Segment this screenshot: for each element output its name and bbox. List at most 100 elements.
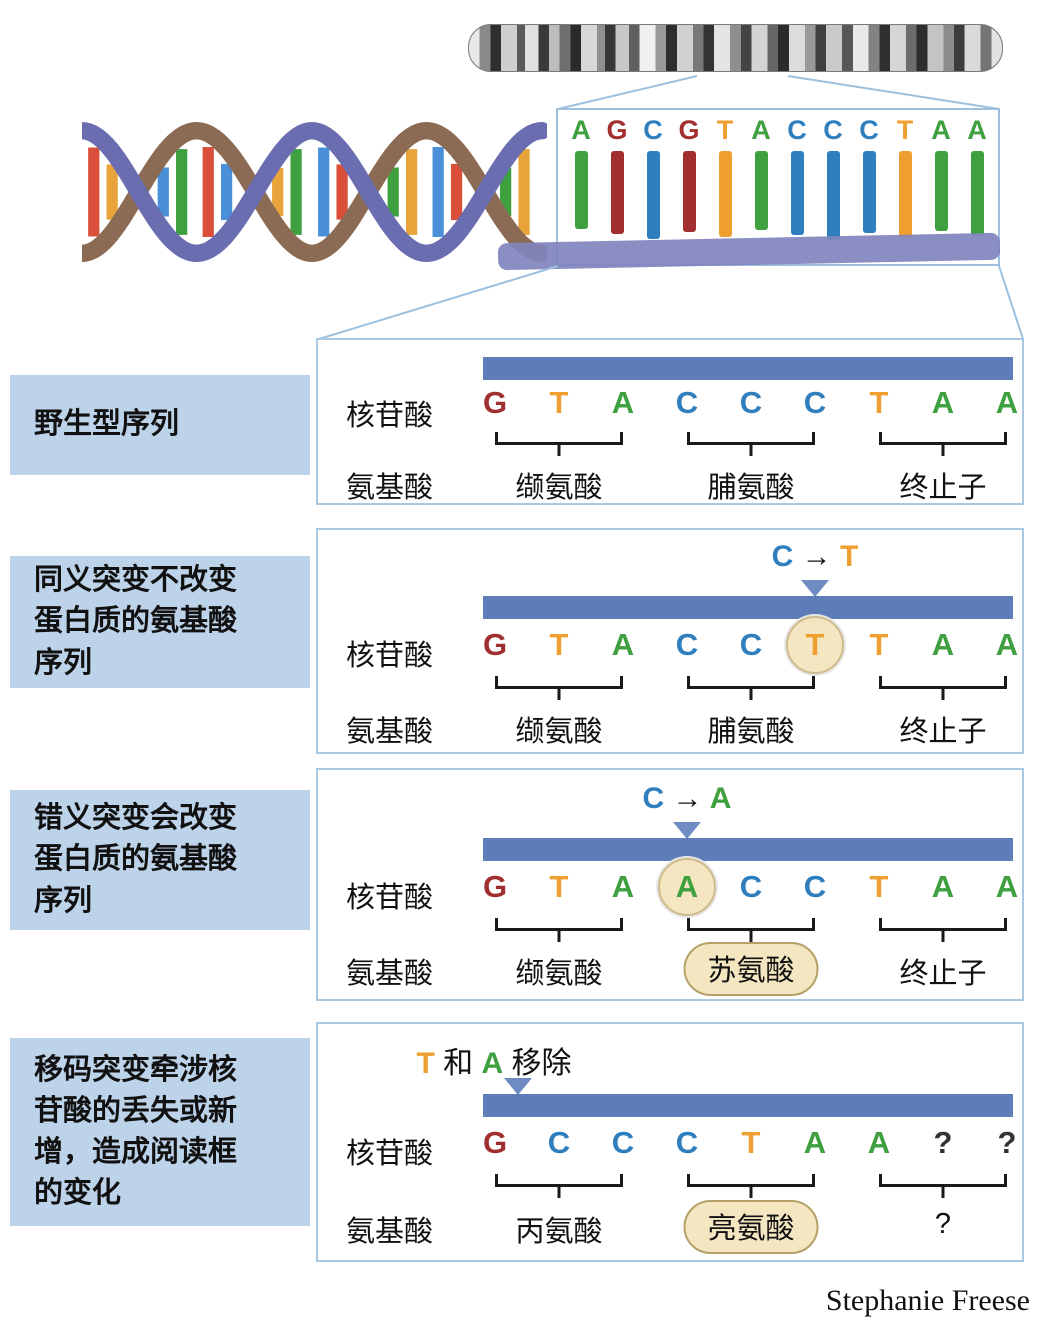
base-bar (646, 151, 660, 239)
nucleotide-letter: C (803, 385, 827, 420)
nucleotide-row-label: 核苷酸 (346, 1138, 434, 1170)
dna-helix-illustration (82, 121, 547, 263)
amino-acid-label: 终止子 (899, 716, 987, 748)
nucleotide-letter: A (959, 115, 995, 240)
base-bar (790, 151, 804, 235)
nucleotide-letter: T (549, 869, 569, 904)
nucleotide-letter: G (671, 115, 707, 240)
panel-label-synonymous: 同义突变不改变 蛋白质的氨基酸 序列 (10, 556, 310, 688)
nucleotide-letter: T (869, 385, 889, 420)
nucleotide-letter: A (867, 1125, 891, 1160)
nucleotide-letter: A (803, 1125, 827, 1160)
nucleotide-letter: C (611, 1125, 635, 1160)
mutation-annotation: T 和 A 移除 (416, 1047, 572, 1080)
base-bar (862, 151, 876, 233)
nucleotide-letter: C (635, 115, 671, 240)
codon-bracket (495, 432, 623, 445)
nucleotide-letter: T (887, 115, 923, 240)
codon-bracket (879, 1174, 1007, 1187)
base-bar (682, 151, 696, 232)
amino-acid-label: 缬氨酸 (515, 958, 603, 990)
nucleotide-letter: T (549, 385, 569, 420)
mutation-annotation: C → A (642, 782, 732, 815)
mutation-highlight-circle (658, 858, 716, 916)
nucleotide-letter: C (675, 627, 699, 662)
nucleotide-letter: T (783, 616, 847, 674)
codon-bracket (687, 676, 815, 689)
amino-acid-label: 终止子 (899, 958, 987, 990)
base-bar (754, 151, 768, 230)
nucleotide-letter: T (707, 115, 743, 240)
amino-acid-label: 缬氨酸 (515, 472, 603, 504)
nucleotide-letter: C (815, 115, 851, 240)
nucleotide-letter: A (611, 385, 635, 420)
amino-acid-label: 缬氨酸 (515, 716, 603, 748)
credit: Stephanie Freese (825, 1284, 1030, 1317)
codon-bracket (687, 432, 815, 445)
nucleotide-letter: G (482, 1125, 508, 1160)
chromosome-ideogram (468, 24, 1003, 72)
nucleotide-letter: C (675, 385, 699, 420)
codon-bracket (495, 1174, 623, 1187)
nucleotide-row-label: 核苷酸 (346, 640, 434, 672)
nucleotide-letter: T (741, 1125, 761, 1160)
mutation-arrow (673, 822, 701, 839)
nucleotide-letter: A (931, 385, 955, 420)
amino-row-label: 氨基酸 (346, 1216, 434, 1248)
nucleotide-letter: A (995, 385, 1019, 420)
mutation-arrow (801, 580, 829, 597)
helix-rungs (88, 147, 530, 237)
nucleotide-letter: G (482, 627, 508, 662)
base-bar (898, 151, 912, 238)
nucleotide-letter: A (995, 869, 1019, 904)
nucleotide-letter: ? (933, 1125, 953, 1160)
amino-row-label: 氨基酸 (346, 958, 434, 990)
gene-bar (483, 357, 1013, 380)
nucleotide-letter: C (739, 869, 763, 904)
nucleotide-letter: C (739, 385, 763, 420)
nucleotide-letter: T (549, 627, 569, 662)
amino-row-label: 氨基酸 (346, 472, 434, 504)
nucleotide-letter: A (611, 869, 635, 904)
helix-strand-purple (82, 121, 547, 263)
amino-acid-label-highlighted: 亮氨酸 (683, 1200, 819, 1254)
nucleotide-letter: A (655, 858, 719, 916)
nucleotide-letter: A (931, 627, 955, 662)
base-bar (610, 151, 624, 234)
amino-acid-label: 脯氨酸 (707, 472, 795, 504)
panel-label-frameshift: 移码突变牵涉核 苷酸的丢失或新 增，造成阅读框 的变化 (10, 1038, 310, 1226)
nucleotide-letter: C (851, 115, 887, 240)
mutation-arrow (504, 1078, 532, 1095)
nucleotide-letter: G (482, 869, 508, 904)
nucleotide-letter: A (563, 115, 599, 240)
nucleotide-letter: G (482, 385, 508, 420)
gene-bar (483, 838, 1013, 861)
nucleotide-letter: C (803, 869, 827, 904)
amino-acid-label-highlighted: 苏氨酸 (683, 942, 819, 996)
base-bar (970, 151, 984, 236)
nucleotide-row-label: 核苷酸 (346, 400, 434, 432)
gene-bar (483, 596, 1013, 619)
codon-bracket (687, 918, 815, 931)
nucleotide-letter: ? (997, 1125, 1017, 1160)
amino-acid-label: 终止子 (899, 472, 987, 504)
nucleotide-letter: A (611, 627, 635, 662)
nucleotide-letter: C (739, 627, 763, 662)
nucleotide-row-label: 核苷酸 (346, 882, 434, 914)
amino-row-label: 氨基酸 (346, 716, 434, 748)
codon-bracket (879, 918, 1007, 931)
codon-bracket (495, 676, 623, 689)
nucleotide-letter: T (869, 869, 889, 904)
amino-acid-label: 丙氨酸 (515, 1216, 603, 1248)
gene-bar (483, 1094, 1013, 1117)
nucleotide-letter: C (675, 1125, 699, 1160)
panel-wild-type: 核苷酸 G T A C C C T A A 氨基酸 缬氨酸 脯氨酸 终止子 (316, 338, 1024, 505)
